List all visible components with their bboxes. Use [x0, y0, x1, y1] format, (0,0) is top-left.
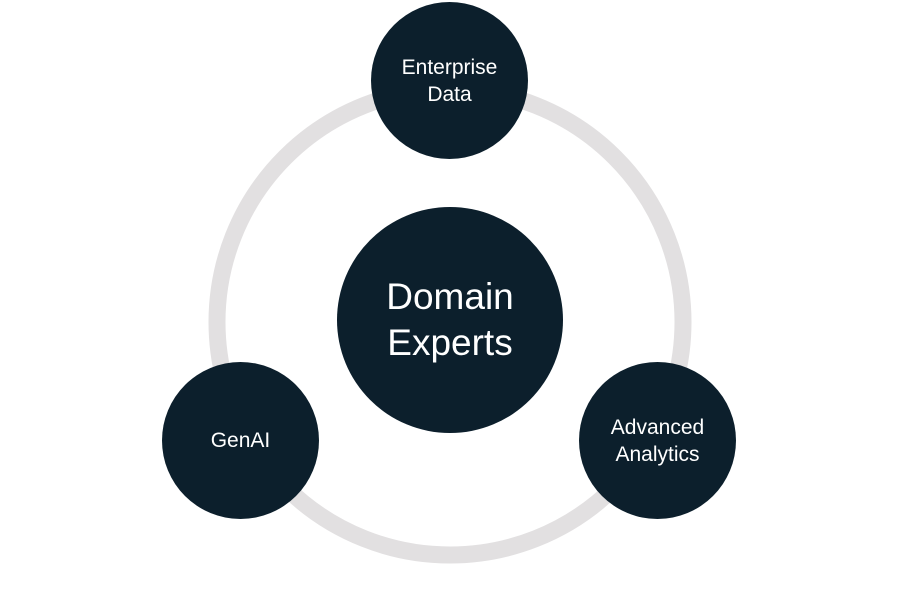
- node-enterprise-data: Enterprise Data: [371, 2, 528, 159]
- node-advanced-analytics-label: Advanced Analytics: [610, 415, 705, 466]
- node-enterprise-data-label: Enterprise Data: [401, 55, 498, 106]
- node-domain-experts-label: Domain Experts: [386, 276, 514, 363]
- node-genai-label: GenAI: [210, 429, 271, 452]
- node-domain-experts: Domain Experts: [337, 207, 563, 433]
- node-genai: GenAI: [162, 362, 319, 519]
- node-advanced-analytics: Advanced Analytics: [579, 362, 736, 519]
